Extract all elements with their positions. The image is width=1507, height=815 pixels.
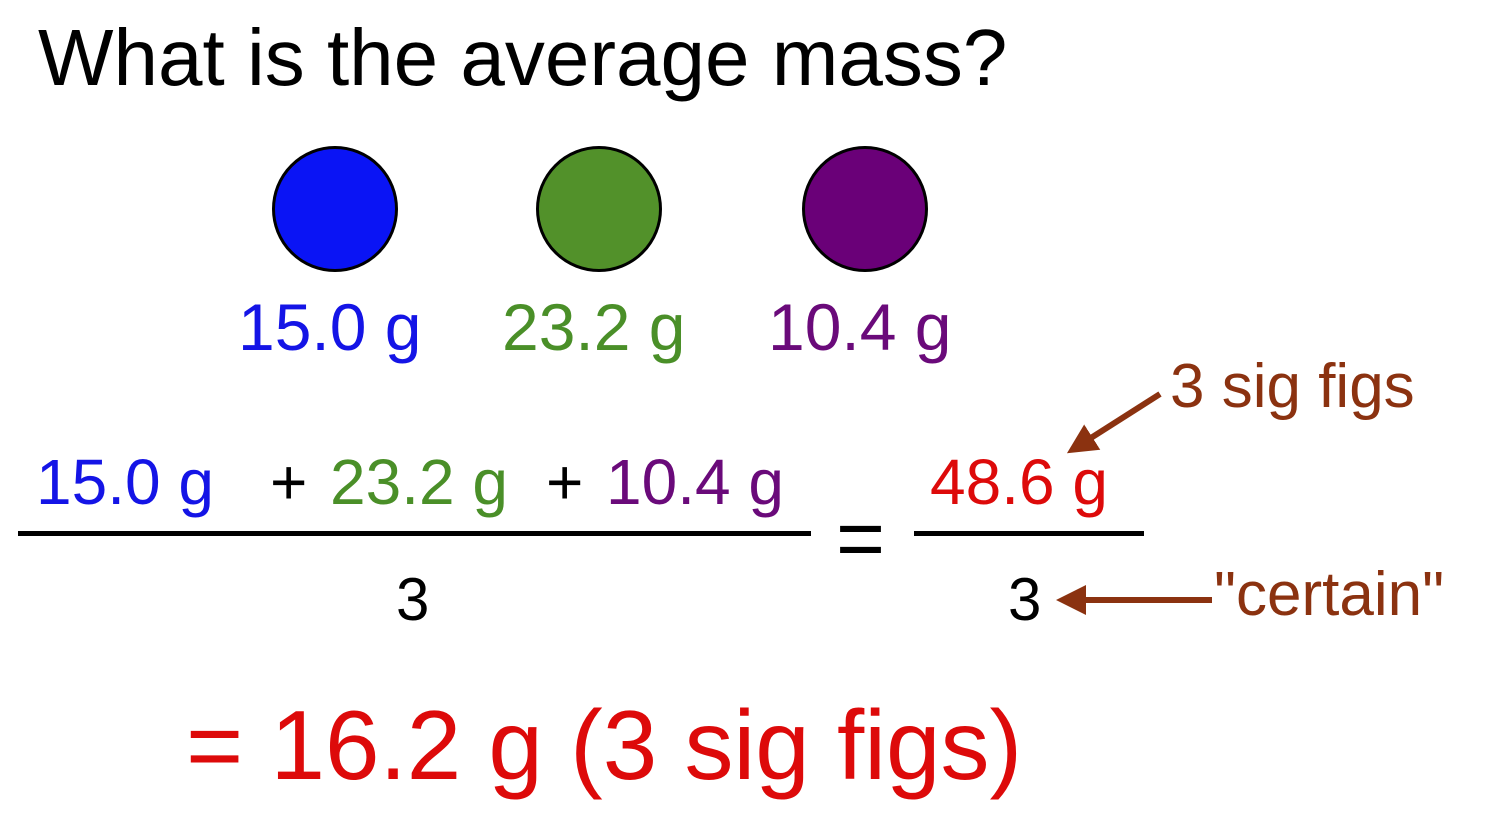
purple-ball xyxy=(802,146,928,272)
denominator-right: 3 xyxy=(1008,566,1042,633)
blue-ball xyxy=(272,146,398,272)
purple-mass-label: 10.4 g xyxy=(768,290,952,364)
green-ball xyxy=(536,146,662,272)
fraction-bar-right xyxy=(914,531,1144,536)
fraction-bar-left xyxy=(18,531,811,536)
equals-sign: = xyxy=(836,491,886,585)
numerator-term-3: 10.4 g xyxy=(606,446,784,518)
green-mass-label: 23.2 g xyxy=(502,290,686,364)
numerator-term-1: 15.0 g xyxy=(36,446,214,518)
final-result: = 16.2 g (3 sig figs) xyxy=(186,690,1023,800)
sig-figs-annotation: 3 sig figs xyxy=(1170,352,1415,421)
plus-sign-1: + xyxy=(270,446,308,518)
sum-numerator: 48.6 g xyxy=(930,446,1108,518)
blue-mass-label: 15.0 g xyxy=(238,290,422,364)
certain-annotation: "certain" xyxy=(1214,560,1445,629)
page-title: What is the average mass? xyxy=(38,13,1008,102)
sig-figs-arrow xyxy=(1066,391,1162,454)
numerator-term-2: 23.2 g xyxy=(330,446,508,518)
plus-sign-2: + xyxy=(546,446,584,518)
denominator-left: 3 xyxy=(396,566,430,633)
